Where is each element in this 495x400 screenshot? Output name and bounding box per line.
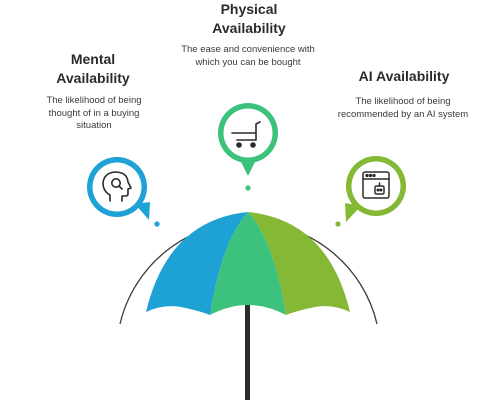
physical-availability-description: The ease and convenience with which you … <box>181 44 315 68</box>
canopy-left-panel <box>146 212 248 315</box>
canopy-right-panel <box>248 212 350 315</box>
umbrella-handle <box>245 300 250 400</box>
ai-availability-description: The likelihood of being recommended by a… <box>337 96 469 120</box>
physical-availability-title: Physical Availability <box>212 1 286 36</box>
mental-icon-bubble <box>87 157 150 220</box>
ai-icon-bubble <box>345 156 406 222</box>
browser-robot-icon <box>362 171 390 199</box>
mental-availability-title: Mental Availability <box>56 51 130 86</box>
arc-dot-left <box>154 221 160 227</box>
canopy-center-panel <box>210 212 286 315</box>
shopping-cart-icon <box>231 121 261 148</box>
ai-availability-title: AI Availability <box>358 68 450 84</box>
arc-dot-center <box>245 185 251 191</box>
head-search-icon <box>102 171 132 202</box>
physical-icon-bubble <box>218 103 278 176</box>
arc-dot-right <box>335 221 341 227</box>
umbrella-canopy <box>146 212 350 315</box>
mental-availability-description: The likelihood of being thought of in a … <box>46 95 142 131</box>
